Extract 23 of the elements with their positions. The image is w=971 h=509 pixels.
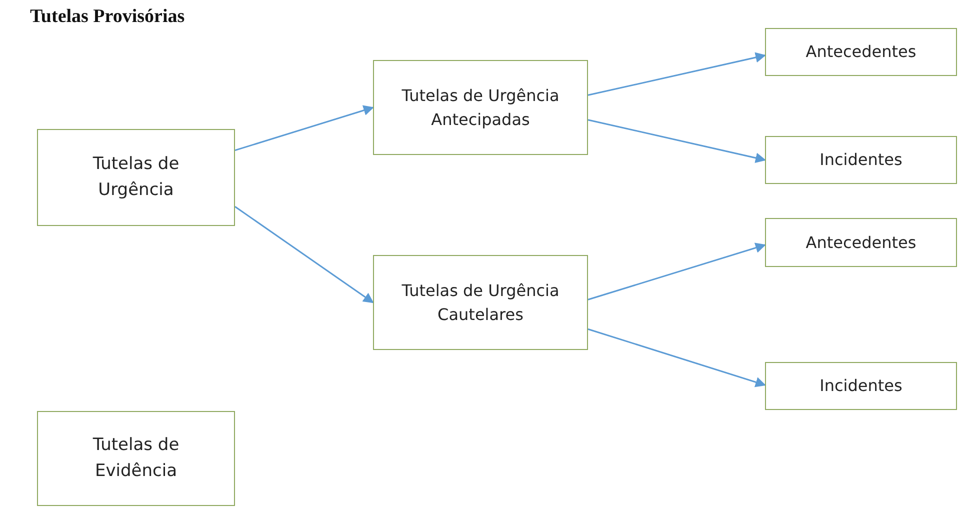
arrow xyxy=(588,328,766,388)
box-label: Antecedentes xyxy=(806,232,916,254)
arrow xyxy=(234,206,374,304)
category-box xyxy=(765,136,957,184)
diagram-title: Tutelas Provisórias xyxy=(30,6,185,28)
box-label: Tutelas de Urgência Cautelares xyxy=(400,280,560,326)
box-label: Incidentes xyxy=(820,149,902,171)
box-label: Tutelas de Urgência xyxy=(92,153,180,202)
category-box xyxy=(37,411,235,506)
category-box xyxy=(373,255,588,350)
category-box xyxy=(765,362,957,410)
box-label: Tutelas de Urgência Antecipadas xyxy=(400,84,560,130)
box-label: Antecedentes xyxy=(806,41,916,63)
box-label: Incidentes xyxy=(820,375,902,397)
category-box xyxy=(37,129,235,226)
arrow xyxy=(588,119,766,164)
arrow xyxy=(588,52,766,96)
box-label: Tutelas de Evidência xyxy=(92,434,180,482)
category-box xyxy=(765,218,957,267)
arrow xyxy=(234,105,374,152)
arrow xyxy=(588,242,766,300)
category-box xyxy=(765,28,957,76)
category-box xyxy=(373,60,588,155)
